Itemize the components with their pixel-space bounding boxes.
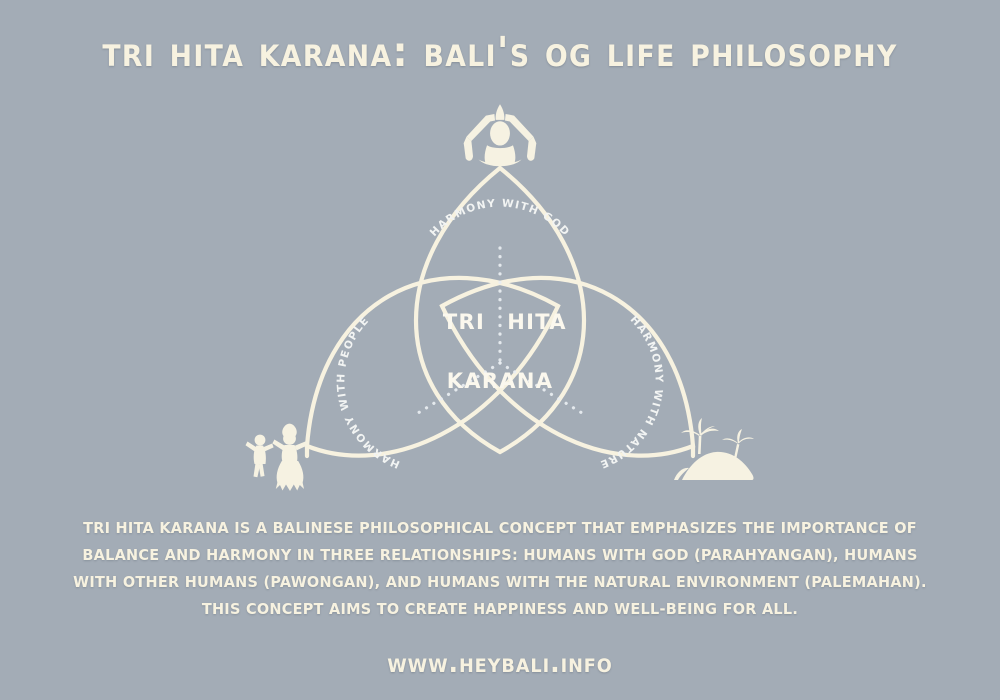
meditating-person-icon	[463, 104, 537, 167]
center-word-karana: KARANA	[447, 369, 554, 393]
dancing-people-icon	[245, 423, 309, 491]
petal-right	[439, 275, 696, 458]
nature-landscape-icon	[674, 418, 754, 480]
body-paragraph: TRI HITA KARANA IS A BALINESE PHILOSOPHI…	[73, 519, 927, 618]
center-word-tri: TRI	[443, 310, 485, 334]
page-title: TRI HITA KARANA: BALI'S OG LIFE PHILOSOP…	[102, 28, 898, 76]
triquetra-base	[304, 443, 696, 459]
arc-label-top: HARMONY WITH GOD	[428, 197, 572, 239]
dancer-large	[272, 423, 309, 491]
arc-label-top-text: HARMONY WITH GOD	[428, 197, 571, 239]
triquetra-diagram: HARMONY WITH GOD HARMONY WITH PEOPLE HAR…	[0, 90, 1000, 500]
center-word-hita: HITA	[507, 310, 567, 334]
triquetra-petals	[304, 165, 696, 458]
dancer-small	[245, 434, 274, 478]
petal-left	[304, 275, 561, 458]
petal-top	[414, 165, 586, 455]
footer-website-url: WWW.HEYBALI.INFO	[387, 648, 613, 679]
sector-divider	[416, 246, 584, 415]
